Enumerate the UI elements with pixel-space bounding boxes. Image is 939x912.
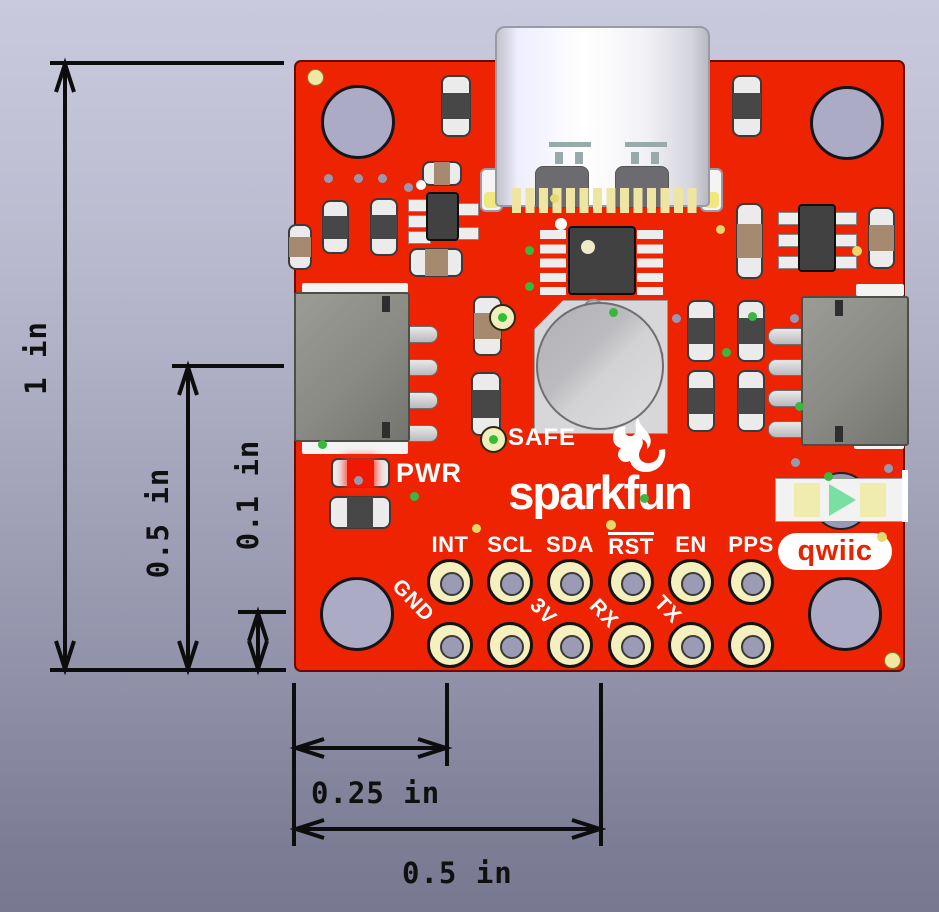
pin-hole-pps bbox=[728, 559, 774, 605]
via-dot bbox=[410, 492, 419, 501]
smd-component bbox=[687, 370, 715, 432]
via-dot bbox=[790, 314, 799, 323]
ic-pins-left bbox=[540, 230, 566, 295]
dimension-label-board-height: 1 in bbox=[19, 321, 53, 395]
smd-component bbox=[737, 370, 765, 432]
edge-pad bbox=[902, 470, 908, 522]
sparkfun-logo: sparkfun bbox=[508, 466, 693, 519]
via-dot bbox=[354, 174, 363, 183]
via-dot bbox=[324, 174, 333, 183]
via-dot bbox=[555, 218, 567, 230]
coin-cell-battery bbox=[536, 302, 664, 430]
status-led bbox=[775, 478, 904, 522]
smd-component bbox=[736, 203, 763, 279]
pin-hole-aux2 bbox=[728, 622, 774, 668]
jst-pad bbox=[302, 440, 408, 454]
via-dot bbox=[609, 308, 618, 317]
fiducial-dot bbox=[884, 652, 901, 669]
via-dot bbox=[416, 180, 426, 190]
smd-component bbox=[687, 300, 715, 362]
via-dot bbox=[716, 225, 725, 234]
via-dot bbox=[525, 246, 534, 255]
qwiic-logo: qwiic bbox=[778, 533, 892, 570]
via-dot bbox=[722, 348, 731, 357]
dimension-label-connector-offset: 0.5 in bbox=[141, 467, 175, 579]
via-dot bbox=[525, 282, 534, 291]
via-dot bbox=[852, 246, 862, 256]
via-dot bbox=[404, 183, 413, 192]
usb-c-connector bbox=[495, 26, 710, 208]
jst-pad bbox=[856, 284, 904, 296]
pin-label-pps: PPS bbox=[728, 532, 774, 557]
pin-label-en: EN bbox=[675, 532, 707, 557]
via-ring bbox=[489, 304, 516, 331]
sparkfun-flame-icon bbox=[613, 418, 666, 472]
via-dot bbox=[640, 494, 649, 503]
dimension-label-pin-pitch: 0.1 in bbox=[231, 439, 265, 551]
mounting-hole-bottom-left bbox=[320, 577, 394, 651]
smd-component bbox=[732, 75, 762, 137]
smd-component bbox=[868, 207, 895, 269]
fiducial-dot bbox=[307, 69, 324, 86]
via-dot bbox=[884, 464, 893, 473]
via-dot bbox=[877, 532, 887, 542]
dimension-label-hole-offset: 0.25 in bbox=[311, 776, 441, 810]
smd-component bbox=[471, 372, 501, 436]
mounting-hole-top-left bbox=[321, 85, 395, 159]
via-dot bbox=[318, 440, 327, 449]
pin-hole-int bbox=[427, 559, 473, 605]
via-dot bbox=[748, 312, 757, 321]
smd-component bbox=[737, 300, 765, 362]
pin-hole-rx bbox=[547, 622, 593, 668]
via-dot bbox=[550, 194, 559, 203]
pin-hole-tx bbox=[608, 622, 654, 668]
pin-label-sda: SDA bbox=[546, 532, 594, 557]
via-dot bbox=[354, 476, 363, 485]
regulator-ic-left bbox=[426, 192, 459, 241]
main-ic bbox=[568, 226, 636, 295]
pin-hole-rst bbox=[608, 559, 654, 605]
pin-hole-sda bbox=[547, 559, 593, 605]
smd-component bbox=[422, 161, 462, 186]
pin-hole-en bbox=[668, 559, 714, 605]
smd-component bbox=[370, 198, 398, 256]
qwiic-connector-left bbox=[294, 292, 410, 442]
dimension-label-hole-span: 0.5 in bbox=[402, 856, 513, 890]
via-dot bbox=[795, 402, 804, 411]
via-dot bbox=[378, 174, 387, 183]
smd-component bbox=[322, 200, 349, 254]
pin-hole-gnd bbox=[427, 622, 473, 668]
smd-component bbox=[409, 248, 463, 277]
pin-hole-scl bbox=[487, 559, 533, 605]
pin-label-rst: RST bbox=[608, 532, 654, 559]
qwiic-connector-right bbox=[801, 296, 909, 446]
pin-label-scl: SCL bbox=[487, 532, 533, 557]
led-triangle-icon bbox=[829, 484, 856, 516]
smd-component bbox=[441, 75, 471, 137]
safe-label: SAFE bbox=[508, 424, 577, 451]
via-dot bbox=[672, 314, 681, 323]
pin-label-int: INT bbox=[431, 532, 469, 557]
smd-component bbox=[288, 224, 312, 270]
pcb-board: PWR SAFE sparkfun qwiic INT SCL SDA RST … bbox=[288, 26, 909, 672]
ic-pins-right bbox=[637, 230, 663, 295]
via-dot bbox=[472, 524, 481, 533]
smd-component bbox=[329, 496, 391, 529]
via-dot bbox=[791, 458, 800, 467]
pin-hole-aux1 bbox=[668, 622, 714, 668]
via-dot bbox=[824, 472, 833, 481]
safe-led bbox=[480, 426, 507, 453]
pwr-label: PWR bbox=[396, 458, 462, 488]
mounting-hole-top-right bbox=[810, 86, 884, 160]
usb-solder-pins bbox=[512, 188, 698, 213]
mounting-hole-bottom-right bbox=[808, 577, 882, 651]
ic-pin1-dot bbox=[581, 240, 595, 254]
via-dot bbox=[606, 520, 616, 530]
regulator-ic-right bbox=[798, 204, 836, 272]
pin-hole-3v bbox=[487, 622, 533, 668]
